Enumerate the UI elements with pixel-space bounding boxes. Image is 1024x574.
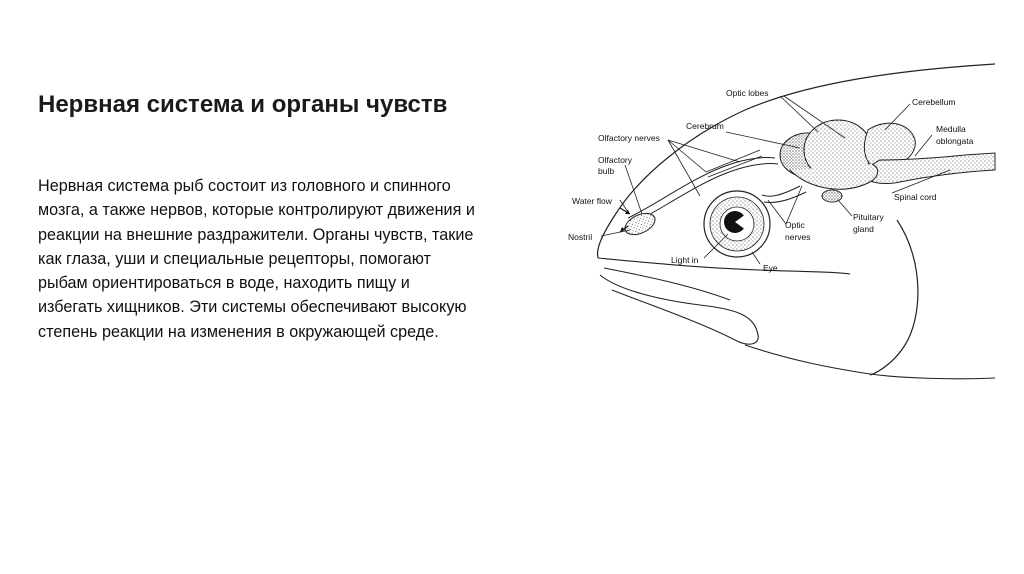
label-optic: Optic [785, 220, 806, 230]
label-light-in: Light in [671, 255, 699, 265]
slide-title: Нервная система и органы чувств [38, 88, 458, 122]
label-medulla: Medulla [936, 124, 966, 134]
pituitary-gland [822, 190, 842, 202]
label-olfactory: Olfactory [598, 155, 633, 165]
label-water-flow: Water flow [572, 196, 613, 206]
throat-line [745, 345, 995, 379]
gill-cover-line [870, 220, 918, 375]
label-oblongata: oblongata [936, 136, 974, 146]
optic-nerve [762, 186, 800, 196]
label-pituitary: Pituitary [853, 212, 884, 222]
label-bulb: bulb [598, 166, 614, 176]
label-nerves: nerves [785, 232, 811, 242]
lower-jaw [600, 275, 758, 344]
mouth-line [604, 268, 730, 300]
upper-jaw [598, 258, 850, 274]
label-spinal-cord: Spinal cord [894, 192, 937, 202]
slide-body-text: Нервная система рыб состоит из головного… [38, 174, 478, 344]
label-optic-lobes: Optic lobes [726, 88, 769, 98]
label-nostril: Nostril [568, 232, 592, 242]
label-olfactory-nerves: Olfactory nerves [598, 133, 660, 143]
label-cerebellum: Cerebellum [912, 97, 955, 107]
label-eye: Eye [763, 263, 778, 273]
fish-brain-diagram: Optic lobes Cerebellum Cerebrum Medulla … [560, 60, 1000, 390]
label-cerebrum: Cerebrum [686, 121, 724, 131]
label-gland: gland [853, 224, 874, 234]
